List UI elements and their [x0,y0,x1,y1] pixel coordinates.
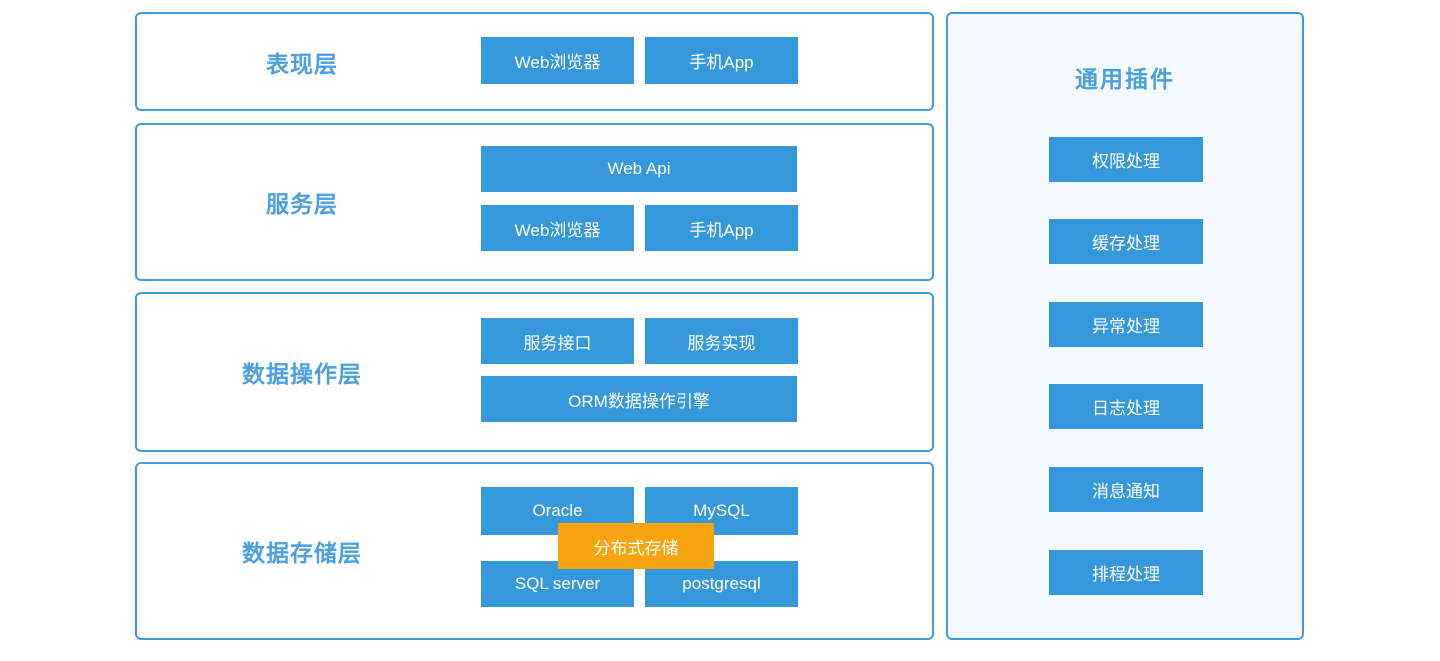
layer-title-data-storage: 数据存储层 [242,540,362,566]
layer-title-service: 服务层 [266,191,338,217]
node-mobile-app: 手机App [645,205,798,251]
node-web-api: Web Api [481,146,797,192]
plugins-panel: 通用插件 权限处理 缓存处理 异常处理 日志处理 消息通知 排程处理 [946,12,1304,640]
node-service-interface: 服务接口 [481,318,634,364]
layer-box-data-operations: 数据操作层 服务接口 服务实现 ORM数据操作引擎 [135,292,934,452]
node-web-browser: Web浏览器 [481,205,634,251]
layer-box-data-storage: 数据存储层 Oracle MySQL SQL server postgresql… [135,462,934,640]
node-web-browser: Web浏览器 [481,37,634,84]
node-postgresql: postgresql [645,561,798,607]
node-distributed-storage: 分布式存储 [558,523,714,569]
node-service-implementation: 服务实现 [645,318,798,364]
layer-title-presentation: 表现层 [266,50,338,77]
node-orm-engine: ORM数据操作引擎 [481,376,797,422]
plugin-message-notify: 消息通知 [1049,467,1203,512]
layer-box-presentation: 表现层 Web浏览器 手机App [135,12,934,111]
plugin-log: 日志处理 [1049,384,1203,429]
node-oracle: Oracle [481,487,634,535]
layer-title-data-operations: 数据操作层 [242,361,362,387]
plugin-schedule: 排程处理 [1049,550,1203,595]
plugins-panel-title: 通用插件 [1075,66,1175,92]
plugin-exception: 异常处理 [1049,302,1203,347]
plugin-permission: 权限处理 [1049,137,1203,182]
node-sql-server: SQL server [481,561,634,607]
layer-box-service: 服务层 Web Api Web浏览器 手机App [135,123,934,281]
node-mobile-app: 手机App [645,37,798,84]
plugin-cache: 缓存处理 [1049,219,1203,264]
